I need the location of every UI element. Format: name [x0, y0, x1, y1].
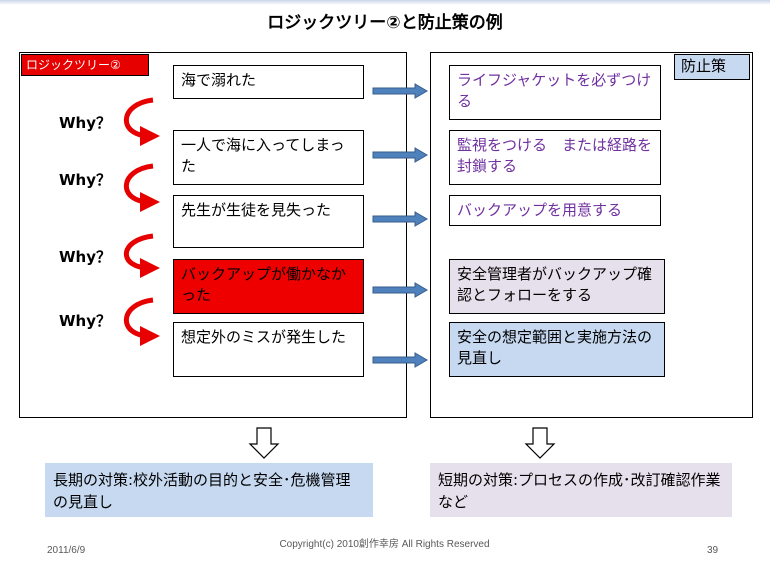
blue-arrow-4 [372, 282, 428, 298]
why-label-3: Why？ [59, 248, 112, 266]
logic-tree-label: ロジックツリー② [21, 54, 149, 76]
why-label-4: Why？ [59, 312, 112, 330]
why-curved-arrow-4 [123, 297, 160, 346]
tree-node-4: バックアップが働かなかった [173, 259, 364, 314]
measure-3: バックアップを用意する [449, 195, 661, 226]
why-curved-arrow-3 [123, 233, 160, 278]
measure-5: 安全の想定範囲と実施方法の見直し [449, 322, 665, 377]
why-curved-arrow-1 [123, 97, 160, 146]
why-label-1: Why？ [59, 114, 112, 132]
measure-2: 監視をつける または経路を封鎖する [449, 130, 661, 185]
measure-4: 安全管理者がバックアップ確認とフォローをする [449, 259, 665, 314]
tree-node-5: 想定外のミスが発生した [173, 322, 364, 377]
blue-arrow-2 [372, 147, 428, 163]
measures-label: 防止策 [674, 54, 750, 80]
top-rule [0, 0, 770, 5]
measure-1: ライフジャケットを必ずつける [449, 65, 661, 120]
footer-date: 2011/6/9 [47, 545, 86, 556]
short-term-measure: 短期の対策:プロセスの作成･改訂確認作業など [430, 463, 732, 517]
tree-node-1: 海で溺れた [173, 65, 364, 99]
blue-arrow-1 [372, 83, 428, 99]
why-label-2: Why？ [59, 171, 112, 189]
footer-copyright: Copyright(c) 2010創作幸房 All Rights Reserve… [279, 539, 490, 550]
long-term-measure: 長期の対策:校外活動の目的と安全･危機管理の見直し [45, 463, 373, 517]
down-arrow-right [524, 427, 556, 459]
blue-arrow-3 [372, 211, 428, 227]
why-curved-arrow-2 [123, 163, 160, 212]
footer-page-number: 39 [707, 545, 719, 556]
slide-title: ロジックツリー②と防止策の例 [267, 13, 503, 33]
blue-arrow-5 [372, 352, 428, 368]
tree-node-3: 先生が生徒を見失った [173, 195, 364, 248]
tree-node-2: 一人で海に入ってしまった [173, 130, 364, 185]
down-arrow-left [248, 427, 280, 459]
